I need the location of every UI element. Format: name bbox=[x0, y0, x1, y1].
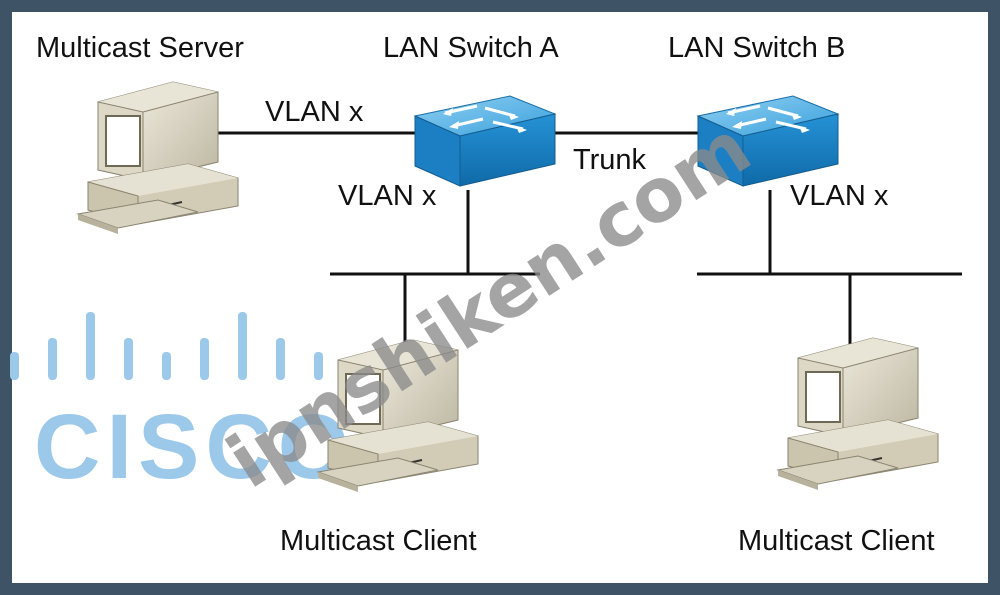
lan-switch-a-label: LAN Switch A bbox=[383, 32, 559, 64]
multicast-client-right-computer bbox=[777, 337, 939, 491]
lan-switch-b-label: LAN Switch B bbox=[668, 32, 846, 64]
vlan-server-link-label: VLAN x bbox=[265, 96, 364, 128]
vlan-switch-a-lan-label: VLAN x bbox=[338, 180, 437, 212]
vlan-switch-b-lan-label: VLAN x bbox=[790, 180, 889, 212]
connection-lines bbox=[218, 131, 962, 355]
multicast-server-label: Multicast Server bbox=[36, 32, 244, 64]
multicast-server-computer bbox=[77, 81, 239, 235]
multicast-client-left-label: Multicast Client bbox=[280, 525, 477, 557]
multicast-client-right-label: Multicast Client bbox=[738, 525, 935, 557]
cisco-logo-text: CISCO bbox=[34, 396, 355, 498]
cisco-logo-bars bbox=[10, 312, 323, 380]
trunk-label: Trunk bbox=[573, 144, 647, 176]
lan-switch-a bbox=[413, 94, 557, 188]
